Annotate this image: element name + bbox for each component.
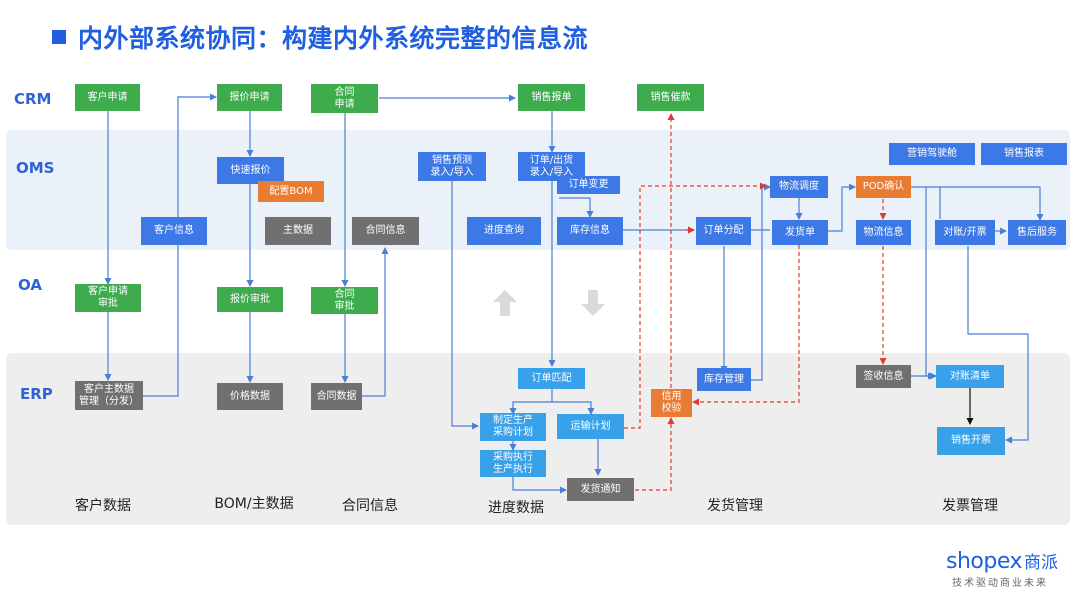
credit-check-box: 信用 校验: [651, 389, 692, 417]
ship-notice-box: 发货通知: [567, 478, 634, 501]
order-match-box: 订单匹配: [518, 368, 585, 389]
pod-confirm-box: POD确认: [856, 176, 911, 198]
category-shipping-mgmt: 发货管理: [707, 498, 763, 514]
quote-approve-box: 报价审批: [217, 287, 283, 312]
customer-info-box: 客户信息: [141, 217, 207, 245]
sales-invoice-box: 销售开票: [937, 427, 1005, 455]
logistics-info-box: 物流信息: [856, 220, 911, 245]
logo-brand: shopex: [946, 549, 1023, 574]
quote-apply-box: 报价申请: [217, 84, 282, 111]
inventory-mgmt-box: 库存管理: [697, 368, 751, 391]
contract-data-box: 合同数据: [311, 383, 362, 410]
reconcile-invoice-box: 对账/开票: [935, 220, 995, 245]
category-invoice-mgmt: 发票管理: [942, 498, 998, 514]
order-dispatch-box: 订单分配: [696, 217, 751, 245]
progress-query-box: 进度查询: [467, 217, 541, 245]
production-plan-box: 制定生产 采购计划: [480, 413, 546, 441]
order-change-box: 订单变更: [557, 176, 620, 194]
customer-approve-box: 客户申请 审批: [75, 284, 141, 312]
category-customer-data: 客户数据: [75, 498, 131, 514]
after-sales-box: 售后服务: [1008, 220, 1066, 245]
inventory-info-box: 库存信息: [557, 217, 623, 245]
customer-master-box: 客户主数据 管理（分发）: [75, 381, 143, 410]
sales-quote-box: 销售报单: [518, 84, 585, 111]
row-label-oa: OA: [18, 276, 42, 294]
category-contract-info: 合同信息: [342, 498, 398, 514]
logistics-schedule-box: 物流调度: [770, 176, 828, 198]
price-data-box: 价格数据: [217, 383, 283, 410]
master-data-box: 主数据: [265, 217, 331, 245]
sign-info-box: 签收信息: [856, 365, 911, 388]
config-bom-box: 配置BOM: [258, 181, 324, 202]
sales-report-box: 销售报表: [981, 143, 1067, 165]
row-label-oms: OMS: [16, 159, 55, 177]
contract-apply-box: 合同 申请: [311, 84, 378, 113]
sales-collect-box: 销售催款: [637, 84, 704, 111]
sales-forecast-box: 销售预测 录入/导入: [418, 152, 486, 181]
logo-tagline: 技术驱动商业未来: [952, 578, 1048, 589]
contract-info-box: 合同信息: [352, 217, 419, 245]
logo-cn: 商派: [1024, 553, 1058, 573]
page-title: 内外部系统协同：构建内外系统完整的信息流: [78, 24, 589, 53]
row-label-crm: CRM: [14, 90, 52, 108]
marketing-cockpit-box: 营销驾驶舱: [889, 143, 975, 165]
contract-approve-box: 合同 审批: [311, 287, 378, 314]
purchase-exec-box: 采购执行 生产执行: [480, 450, 546, 477]
ship-order-box: 发货单: [772, 220, 828, 245]
up-arrow-icon: [493, 290, 517, 316]
row-label-erp: ERP: [20, 385, 53, 403]
customer-apply-box: 客户申请: [75, 84, 140, 111]
category-progress-data: 进度数据: [488, 500, 544, 516]
category-bom-master: BOM/主数据: [214, 496, 294, 512]
transport-plan-box: 运输计划: [557, 414, 624, 439]
reconcile-list-box: 对账清单: [936, 365, 1004, 388]
fast-quote-box: 快速报价: [217, 157, 284, 184]
title-marker: [52, 30, 66, 44]
down-arrow-icon: [581, 290, 605, 316]
